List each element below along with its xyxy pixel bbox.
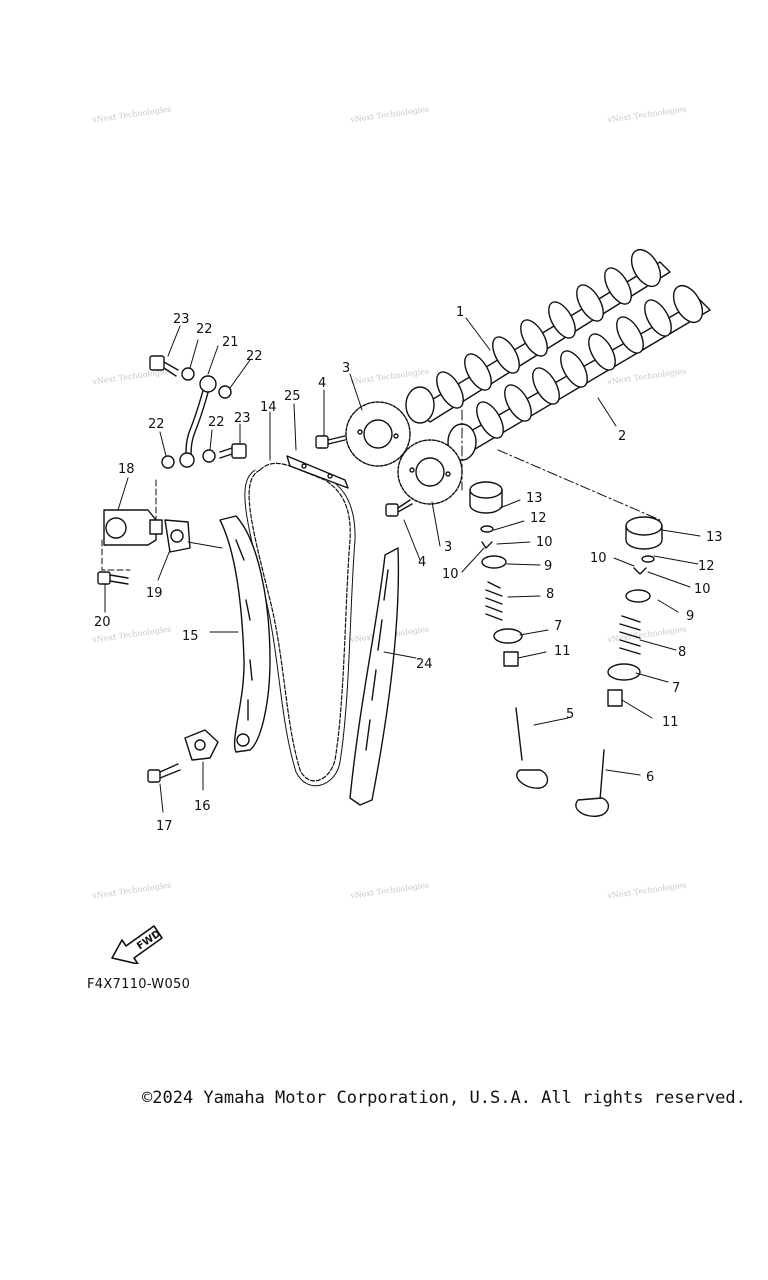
- bolt-4-upper: [315, 435, 346, 449]
- callout-25: 25: [284, 389, 301, 404]
- callout-21: 21: [222, 335, 239, 350]
- callout-23-upper: 23: [173, 312, 190, 327]
- union-bolt-23-upper: [149, 355, 179, 377]
- bolt-4-lower: [385, 499, 413, 517]
- callout-14: 14: [260, 400, 277, 415]
- valve-stack-right: [575, 516, 663, 817]
- callout-22-d: 22: [208, 415, 225, 430]
- valve-stack-left: [469, 481, 549, 789]
- callout-13-left: 13: [526, 491, 543, 506]
- bolt-17: [147, 763, 181, 783]
- callout-22-c: 22: [148, 417, 165, 432]
- sprocket-3-lower: [397, 439, 463, 505]
- callout-19: 19: [146, 586, 163, 601]
- callout-11-left: 11: [554, 644, 571, 659]
- union-bolt-23-lower: [219, 443, 247, 459]
- callout-9-left: 9: [544, 559, 552, 574]
- callout-18: 18: [118, 462, 135, 477]
- callout-8-left: 8: [546, 587, 554, 602]
- callout-8-right: 8: [678, 645, 686, 660]
- leader-lines: [101, 317, 701, 813]
- callout-22-a: 22: [196, 322, 213, 337]
- chain-guide-15: [219, 515, 271, 753]
- callout-10-b: 10: [442, 567, 459, 582]
- callout-9-right: 9: [686, 609, 694, 624]
- callout-22-b: 22: [246, 349, 263, 364]
- camshaft-1: [405, 248, 671, 424]
- copyright-notice: ©2024 Yamaha Motor Corporation, U.S.A. A…: [142, 1088, 746, 1108]
- callout-10-a: 10: [536, 535, 553, 550]
- callout-7-left: 7: [554, 619, 562, 634]
- tensioner-18: [103, 509, 163, 546]
- callout-10-c: 10: [590, 551, 607, 566]
- diagram-code: F4X7110-W050: [87, 977, 191, 992]
- washer-22-c: [161, 455, 175, 469]
- callout-24: 24: [416, 657, 433, 672]
- timing-chain-14: [248, 462, 351, 782]
- callout-6: 6: [646, 770, 654, 785]
- callout-23-lower: 23: [234, 411, 251, 426]
- callout-1: 1: [456, 305, 464, 320]
- callout-11-right: 11: [662, 715, 679, 730]
- callout-4-lower: 4: [418, 555, 426, 570]
- oil-pipe-21: [179, 375, 217, 468]
- callout-2: 2: [618, 429, 626, 444]
- callout-5: 5: [566, 707, 574, 722]
- washer-22-a: [181, 367, 195, 381]
- washer-22-d: [202, 449, 216, 463]
- callout-10-d: 10: [694, 582, 711, 597]
- sprocket-3-upper: [345, 401, 411, 467]
- chain-guide-25: [286, 455, 349, 489]
- forward-arrow-icon: FWD: [111, 925, 163, 964]
- callout-17: 17: [156, 819, 173, 834]
- callout-4-upper: 4: [318, 376, 326, 391]
- callout-7-right: 7: [672, 681, 680, 696]
- pivot-16: [184, 729, 219, 761]
- callout-20: 20: [94, 615, 111, 630]
- callout-3-lower: 3: [444, 540, 452, 555]
- callout-3-upper: 3: [342, 361, 350, 376]
- callout-numbers: 1 2 3 3 4 4 5 6 7 7 8 8 9 9 10 10 10 10 …: [94, 305, 723, 834]
- callout-12-right: 12: [698, 559, 715, 574]
- callout-15: 15: [182, 629, 199, 644]
- chain-guide-24: [349, 547, 400, 806]
- callout-13-right: 13: [706, 530, 723, 545]
- gasket-19: [164, 519, 191, 553]
- callout-12-left: 12: [530, 511, 547, 526]
- washer-22-b: [218, 385, 232, 399]
- bolt-20: [97, 571, 129, 585]
- callout-16: 16: [194, 799, 211, 814]
